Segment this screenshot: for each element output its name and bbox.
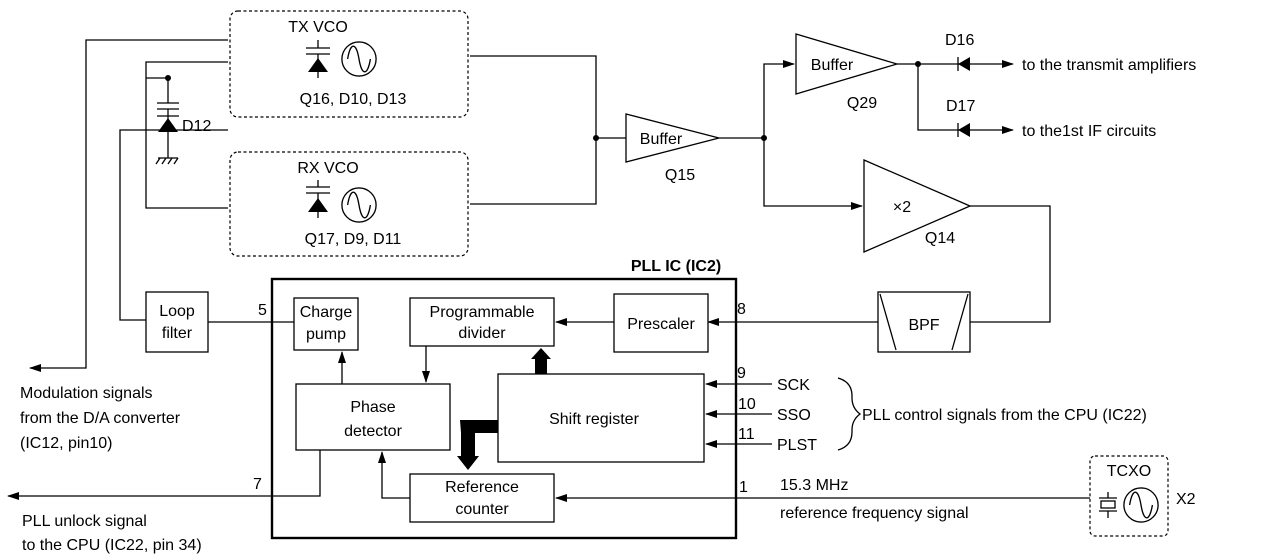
loop-filter-line2: filter <box>162 325 193 342</box>
pin-7: 7 <box>253 476 262 493</box>
reference-signal-line2: reference frequency signal <box>780 505 969 522</box>
reference-counter-line1: Reference <box>445 479 519 496</box>
counter-to-detector-wire <box>378 451 410 499</box>
d17-diode-icon <box>957 123 970 137</box>
control-bracket <box>837 377 862 451</box>
reference-counter-block: Reference counter <box>409 473 555 523</box>
charge-pump-line2: pump <box>306 326 346 343</box>
programmable-divider-block: Programmable divider <box>409 297 555 347</box>
pll-control-label: PLL control signals from the CPU (IC22) <box>862 407 1147 424</box>
rx-vco-parts: Q17, D9, D11 <box>305 231 402 248</box>
tcxo-oscillator-icon <box>1123 487 1159 523</box>
doubler-to-bpf-wire <box>970 205 1051 323</box>
tx-varactor-icon <box>306 40 330 78</box>
rx-oscillator-icon <box>341 187 377 223</box>
pin-5: 5 <box>258 302 267 319</box>
d17-ref: D17 <box>946 98 975 115</box>
reference-signal-line1: 15.3 MHz <box>780 477 848 494</box>
programmable-divider-line2: divider <box>458 325 506 342</box>
pin-10: 10 <box>738 396 756 413</box>
buffer-q15-ref: Q15 <box>665 167 695 184</box>
modulation-line1: Modulation signals <box>20 385 153 402</box>
rx-vco-title: RX VCO <box>297 160 358 177</box>
loop-filter-line1: Loop <box>159 303 195 320</box>
modulation-note: Modulation signals from the D/A converte… <box>20 385 181 452</box>
buffer-q15: Buffer Q15 <box>625 113 720 184</box>
phase-detector-line1: Phase <box>350 399 395 416</box>
buffer-output-wiring <box>719 60 863 210</box>
d12-diode-icon <box>157 115 179 132</box>
crystal-icon <box>1099 492 1117 518</box>
modulation-line3: (IC12, pin10) <box>20 435 113 452</box>
pin-1: 1 <box>739 479 748 496</box>
phase-detector-block: Phase detector <box>295 383 451 451</box>
prescaler-label: Prescaler <box>627 316 695 333</box>
d17-destination: to the1st IF circuits <box>1022 123 1156 140</box>
signal-plst: PLST <box>777 437 817 454</box>
unlock-note: PLL unlock signal to the CPU (IC22, pin … <box>22 513 202 554</box>
loop-filter-block: Loop filter <box>145 291 209 353</box>
phase-detector-line2: detector <box>344 423 402 440</box>
control-inputs: 9 10 11 SCK SSO PLST PLL control signals… <box>705 365 1147 454</box>
doubler-label: ×2 <box>893 199 911 216</box>
vco-output-wiring <box>470 55 626 205</box>
bpf-block: BPF <box>877 291 971 353</box>
unlock-line2: to the CPU (IC22, pin 34) <box>22 537 202 554</box>
register-to-counter-bus <box>457 420 498 470</box>
tcxo-title: TCXO <box>1107 463 1151 480</box>
tcxo-block: TCXO X2 <box>1089 455 1196 537</box>
register-to-divider-bus <box>531 348 551 374</box>
d16-diode-icon <box>957 57 970 71</box>
tx-vco-block: TX VCO Q16, D10, D13 <box>229 10 469 118</box>
pll-ic-title: PLL IC (IC2) <box>631 258 721 275</box>
programmable-divider-line1: Programmable <box>430 304 535 321</box>
pin-8: 8 <box>737 301 746 318</box>
modulation-line2: from the D/A converter <box>20 410 181 427</box>
signal-sck: SCK <box>777 377 810 394</box>
doubler-ref: Q14 <box>925 230 955 247</box>
unlock-output-wire <box>7 450 321 500</box>
tx-oscillator-icon <box>341 41 377 77</box>
shift-register-label: Shift register <box>549 411 639 428</box>
tx-vco-title: TX VCO <box>288 19 348 36</box>
buffer-q29-ref: Q29 <box>847 95 877 112</box>
charge-pump-block: Charge pump <box>293 297 359 351</box>
d16-destination: to the transmit amplifiers <box>1022 57 1196 74</box>
rx-varactor-icon <box>306 180 330 218</box>
signal-sso: SSO <box>777 407 811 424</box>
output-switching: D16 to the transmit amplifiers D17 to th… <box>897 32 1196 140</box>
pin-9: 9 <box>737 365 746 382</box>
pin-11: 11 <box>738 426 755 443</box>
shift-register-block: Shift register <box>497 373 705 463</box>
charge-pump-line1: Charge <box>300 304 353 321</box>
buffer-q29-label: Buffer <box>811 57 854 74</box>
bpf-label: BPF <box>908 317 939 334</box>
d12-label: D12 <box>182 118 211 135</box>
buffer-q29: Buffer Q29 <box>795 33 900 112</box>
prescaler-block: Prescaler <box>613 293 709 353</box>
d16-ref: D16 <box>945 32 974 49</box>
reference-counter-line2: counter <box>455 501 509 518</box>
pll-ic-outline <box>270 277 738 540</box>
unlock-line1: PLL unlock signal <box>22 513 147 530</box>
tx-vco-parts: Q16, D10, D13 <box>300 91 407 108</box>
doubler-q14: ×2 Q14 <box>863 159 972 253</box>
tcxo-ref: X2 <box>1176 491 1196 508</box>
vco-control-wiring: D12 <box>29 39 228 372</box>
buffer-q15-label: Buffer <box>640 131 683 148</box>
rx-vco-block: RX VCO Q17, D9, D11 <box>229 151 469 257</box>
